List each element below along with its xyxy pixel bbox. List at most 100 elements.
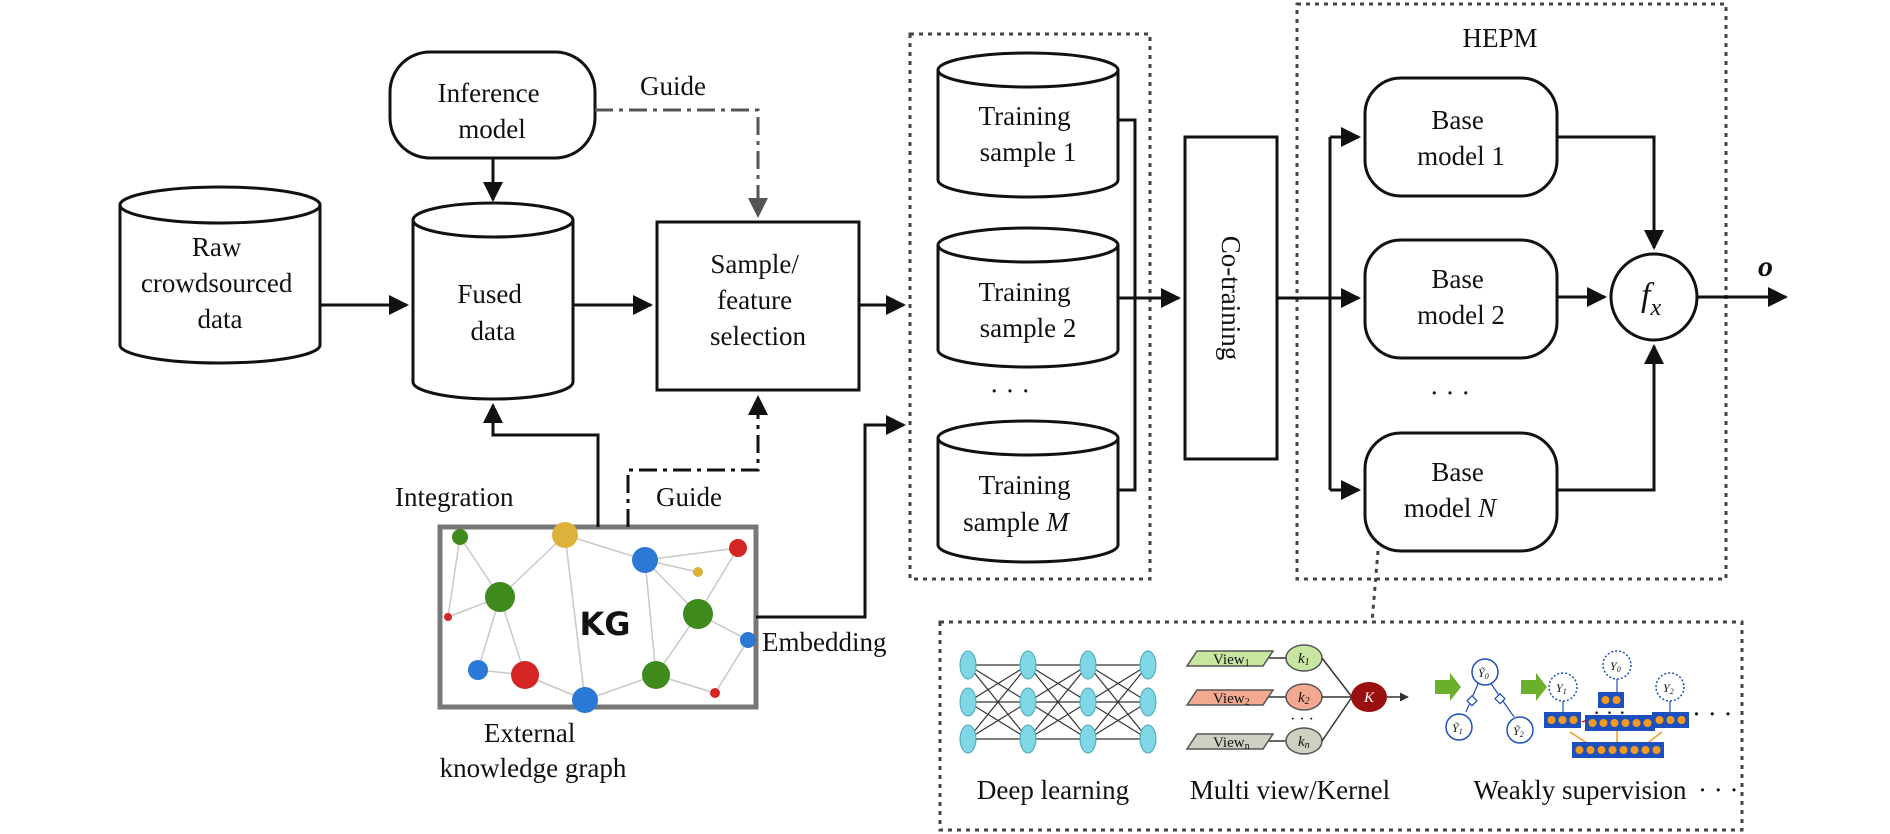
base-model-2-line-2: model 2 [1417,300,1505,330]
kernel-n-sub: n [1305,740,1310,751]
weak-supervision-diagram: Ỹ0 Ỹ1 Ỹ2 Y1 Y0 Y2 · · · [1435,650,1689,758]
svg-text:Viewn: Viewn [1213,735,1250,752]
base-model-n-line-1: Base [1431,457,1484,487]
nn-node-3-1 [1139,687,1157,717]
inference-model-line-1: Inference [438,78,540,108]
inference-model-line-2: model [458,114,526,144]
fused-data-line-1: Fused [457,279,522,309]
y-2-label: Y [1663,681,1671,695]
edge-embedding [756,415,906,619]
hepm-title: HEPM [1462,23,1537,53]
view-1-label: View [1213,652,1245,668]
weak-strip-middle-cell [1588,719,1597,727]
view-1: View1 [1185,650,1275,669]
weak-strip-top-cell [1612,696,1621,704]
weak-strip-bottom-cell [1641,746,1650,754]
view-2-sub: 2 [1245,697,1250,708]
view-2-label: View [1213,691,1245,707]
svg-text:Y0: Y0 [1610,659,1621,674]
y-tilde-2-sub: 2 [1520,730,1524,739]
embedding-label: Embedding [762,627,886,657]
y-tilde-1-label: Ỹ [1452,721,1460,735]
weak-strip-bottom-cell [1608,746,1617,754]
samples-bracket [1118,118,1137,492]
weak-strip-middle-cell [1643,719,1652,727]
co-training-box: Co-training [1183,135,1279,461]
svg-text:kn: kn [1298,734,1310,751]
svg-text:Ỹ1: Ỹ1 [1452,721,1463,736]
training-sample-m-cylinder: Training sample M [936,419,1120,564]
y-0-label: Y [1610,659,1618,673]
fx-sub: x [1649,295,1661,321]
training-sample-2-cylinder: Training sample 2 [936,226,1120,369]
base-model-1-line-2: model 1 [1417,141,1505,171]
weak-strip-bottom-cell [1597,746,1606,754]
inference-model-box: Inference model [388,50,597,160]
base-model-n-box: Base model N [1363,431,1559,553]
methods-trailing-ellipsis-top: · · · [1692,699,1732,729]
base-model-n-label: Base model N [1404,457,1498,523]
base-model-1-label: Base model 1 [1417,105,1505,171]
nn-node-1-1 [1019,687,1037,717]
raw-data-label: Raw crowdsourced data [141,232,299,334]
nn-node-2-1 [1079,687,1097,717]
training-sample-m-line-2: sample [963,507,1046,537]
svg-text:Ỹ2: Ỹ2 [1513,724,1524,739]
weak-strip-left-cell [1569,716,1578,724]
nn-node-1-2 [1019,724,1037,754]
weak-strip-right-cell [1666,716,1675,724]
weak-strip-middle-cell [1610,719,1619,727]
weak-strip-bottom-cell [1630,746,1639,754]
edge-base-1-to-fx [1557,135,1664,250]
base-model-n-var: N [1477,493,1498,523]
kg-label: KG [579,605,630,643]
svg-text:View1: View1 [1213,652,1250,669]
base-model-1-box: Base model 1 [1363,76,1559,198]
nn-node-0-0 [959,650,977,680]
selection-line-1: Sample/ [710,249,799,279]
weak-supervision-cells [1544,692,1689,758]
weak-strip-middle [1585,715,1655,731]
kg-caption: External knowledge graph [440,718,627,783]
base-models-ellipsis: · · · [1430,378,1470,408]
kg-nodes [444,522,756,713]
methods-connector [1370,550,1380,623]
raw-data-line-3: data [198,304,243,334]
weak-strip-top [1598,692,1624,708]
training-sample-2-label: Training sample 2 [979,277,1078,343]
raw-data-cylinder: Raw crowdsourced data [118,185,322,365]
training-sample-2-line-1: Training [979,277,1071,307]
base-model-2-line-1: Base [1431,264,1484,294]
y-tilde-1-node [1445,713,1473,741]
kernel-1-label: k [1298,651,1305,667]
view-n-sub: n [1245,741,1250,752]
weak-strip-right-cell [1655,716,1664,724]
svg-text:Y1: Y1 [1556,681,1567,696]
base-model-2-box: Base model 2 [1363,238,1559,360]
nn-node-0-1 [959,687,977,717]
y-1-sub: 1 [1563,687,1567,696]
svg-text:Ỹ0: Ỹ0 [1478,666,1489,681]
selection-box: Sample/ feature selection [655,220,861,392]
weak-strip-left-cell [1547,716,1556,724]
y-tilde-0-label: Ỹ [1478,666,1486,680]
weak-strip-bottom-cell [1575,746,1584,754]
training-samples-ellipsis: · · · [990,376,1030,406]
training-samples-group [908,32,1152,581]
view-1-sub: 1 [1245,658,1250,669]
training-sample-1-cylinder: Training sample 1 [936,51,1120,199]
guide-bottom-label: Guide [656,482,722,512]
nn-node-3-0 [1139,650,1157,680]
training-sample-m-line-1: Training [979,470,1071,500]
weak-strip-middle-cell [1621,719,1630,727]
training-sample-m-var: M [1045,507,1070,537]
y-tilde-0-node [1471,658,1499,686]
edge-base-n-to-fx [1557,344,1664,492]
y-tilde-2-label: Ỹ [1513,724,1521,738]
guide-top-label: Guide [640,71,706,101]
y-2-sub: 2 [1670,687,1674,696]
svg-text:k1: k1 [1298,651,1310,668]
selection-line-2: feature [717,285,792,315]
kernel-2-sub: 2 [1305,696,1310,707]
